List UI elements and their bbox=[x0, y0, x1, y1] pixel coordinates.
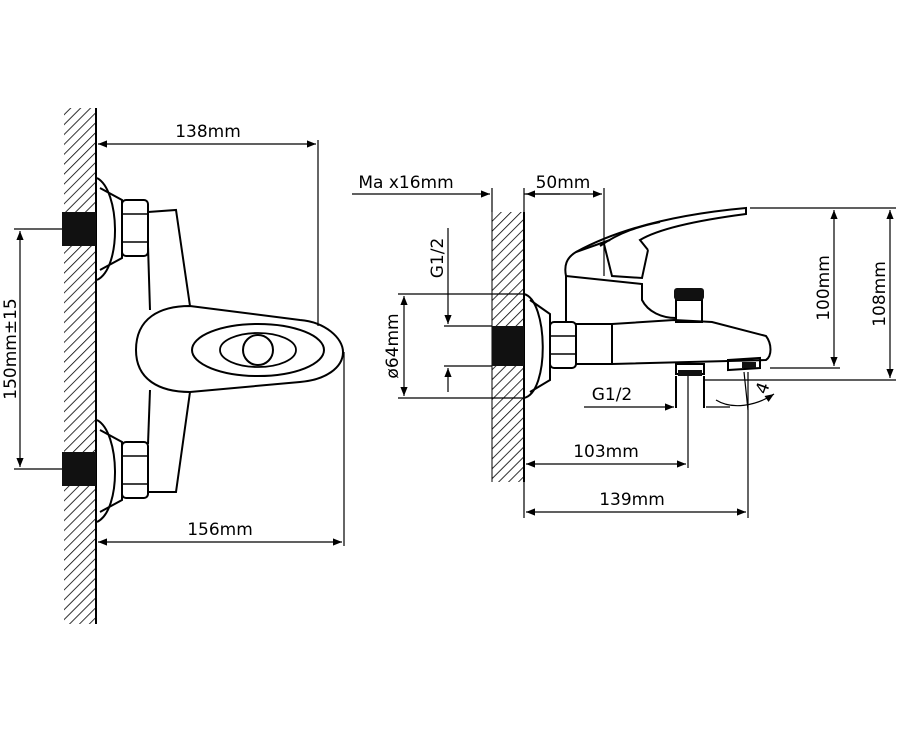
thread-top: G1/2 bbox=[428, 228, 492, 392]
dim-108: 108mm bbox=[704, 210, 896, 381]
bottom-flange bbox=[62, 419, 149, 523]
dim-max16: Ma x16mm bbox=[352, 173, 560, 212]
front-view: 138mm 156mm 150mm±15 bbox=[1, 108, 345, 624]
diverter-knob bbox=[674, 288, 704, 300]
top-inlet-pipe bbox=[62, 212, 96, 246]
angle-label: 4 bbox=[752, 380, 774, 397]
dim-64: ø64mm bbox=[383, 293, 524, 399]
dim-label-103: 103mm bbox=[573, 442, 639, 462]
dim-label-100: 100mm bbox=[814, 255, 834, 321]
dim-138: 138mm bbox=[95, 108, 319, 326]
bottom-inlet-pipe bbox=[62, 452, 96, 486]
thread-bottom: G1/2 bbox=[584, 385, 730, 411]
dim-label-150: 150mm±15 bbox=[1, 298, 21, 399]
dim-label-139: 139mm bbox=[599, 490, 665, 510]
dim-label-108: 108mm bbox=[870, 261, 890, 327]
wall-hatch-front bbox=[64, 108, 96, 624]
thread-label-top: G1/2 bbox=[428, 238, 448, 279]
dim-label-50: 50mm bbox=[536, 173, 591, 193]
thread-label-bottom: G1/2 bbox=[592, 385, 633, 405]
dim-103: 103mm bbox=[523, 376, 689, 518]
dim-label-138: 138mm bbox=[175, 122, 241, 142]
angle-mark: 4 bbox=[715, 371, 775, 411]
mixer-body-side bbox=[564, 206, 772, 408]
dim-100: 100mm bbox=[750, 207, 896, 369]
dim-label-max16: Ma x16mm bbox=[358, 173, 453, 193]
dim-label-156: 156mm bbox=[187, 520, 253, 540]
side-view: G1/2 ø64mm Ma x16mm 50mm 100 bbox=[352, 173, 896, 518]
dim-156: 156mm bbox=[98, 352, 345, 546]
top-flange bbox=[62, 177, 149, 281]
dim-label-64: ø64mm bbox=[383, 313, 403, 378]
dim-50: 50mm bbox=[523, 173, 605, 276]
side-inlet-pipe bbox=[492, 326, 524, 366]
dim-150: 150mm±15 bbox=[1, 228, 62, 470]
mixer-body-front bbox=[134, 208, 345, 493]
dim-139: 139mm bbox=[526, 372, 749, 518]
